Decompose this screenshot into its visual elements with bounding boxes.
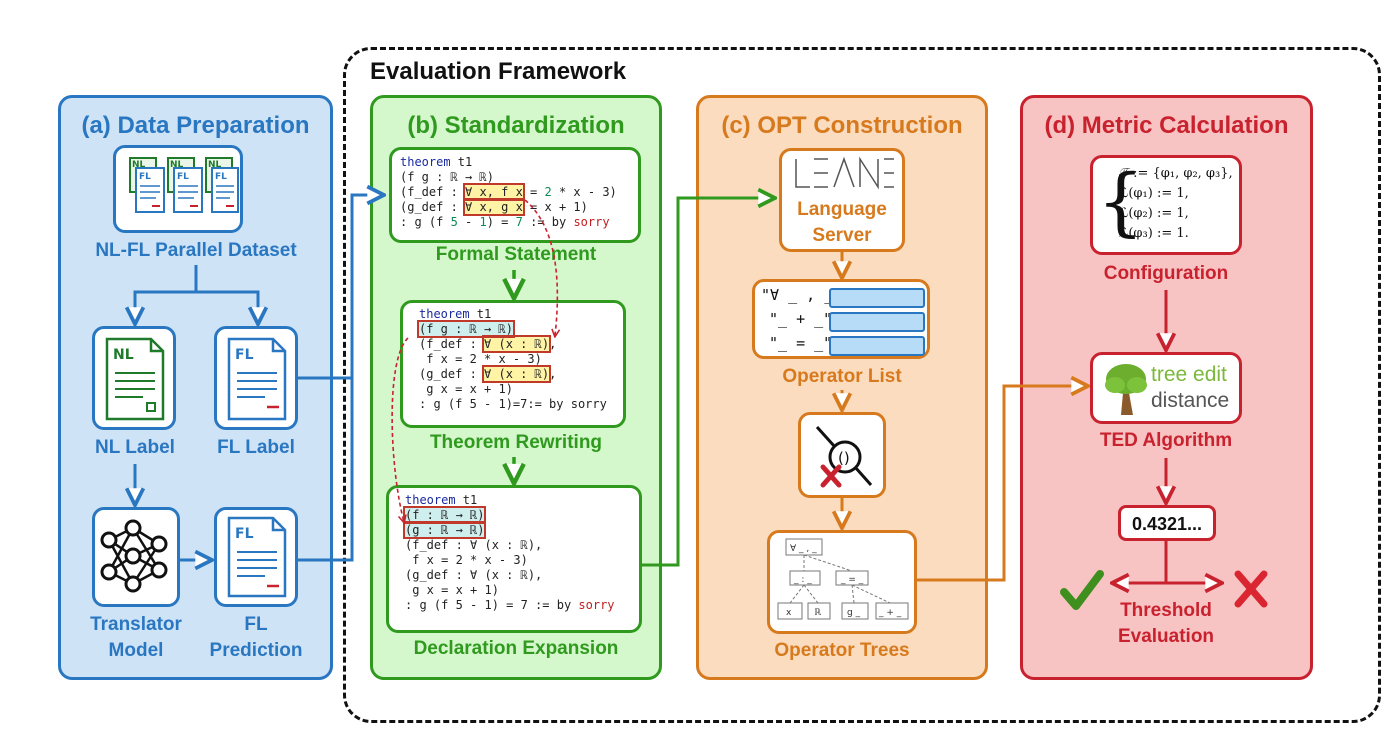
tree-node-plus: _ + _	[878, 608, 902, 618]
theorem-rewriting-code: theorem t1 (f g : ℝ → ℝ) (f_def : ∀ (x :…	[400, 300, 626, 428]
theorem-rewriting-label: Theorem Rewriting	[429, 432, 603, 453]
config-line-3: ℒ(φ₂) := 1,	[1119, 206, 1189, 221]
dataset-label: NL-FL Parallel Dataset	[95, 240, 297, 261]
dataset-box: NL NL NL FL FL FL	[113, 145, 243, 233]
svg-text:(): ()	[838, 449, 850, 467]
tree-node-forall: ∀ _ , _	[790, 544, 817, 554]
fl-prediction-box: FL	[214, 507, 298, 607]
operator-equals: "_ = _"	[769, 334, 833, 352]
operator-forall: "∀ _ , _"	[761, 286, 843, 304]
svg-text:NL: NL	[113, 347, 134, 363]
lean-logo-icon	[795, 156, 894, 190]
translator-caption-line1: Translator	[90, 614, 182, 635]
operator-bar-2	[829, 312, 925, 332]
parser-box: ()	[798, 412, 886, 498]
score-box: 0.4321...	[1118, 505, 1216, 541]
tree-node-g: g _	[847, 608, 861, 618]
operator-trees-label: Operator Trees	[774, 640, 910, 661]
prediction-caption-line1: FL	[244, 614, 268, 635]
config-line-4: ℒ(φ₃) := 1.	[1119, 226, 1189, 241]
nl-label-box: NL	[92, 326, 176, 430]
declaration-expansion-label: Declaration Expansion	[413, 638, 619, 659]
translator-model-box	[92, 507, 180, 607]
tree-node-eq: _ = _	[840, 575, 864, 585]
config-line-2: ℒ(φ₁) := 1,	[1119, 186, 1189, 201]
fl-label-caption: FL Label	[217, 437, 295, 458]
operator-list-box: "∀ _ , _" "_ + _" "_ = _"	[752, 279, 930, 359]
svg-text:NL: NL	[132, 160, 146, 170]
svg-text:FL: FL	[235, 526, 254, 542]
formal-statement-code: theorem t1 (f g : ℝ → ℝ) (f_def : ∀ x, f…	[389, 147, 641, 243]
tree-node-x: x	[786, 608, 792, 618]
configuration-box: { 𝒯 := {φ₁, φ₂, φ₃}, ℒ(φ₁) := 1, ℒ(φ₂) :…	[1090, 155, 1242, 255]
threshold-label-line1: Threshold	[1120, 600, 1212, 621]
operator-list-label: Operator List	[782, 366, 902, 387]
config-line-1: 𝒯 := {φ₁, φ₂, φ₃},	[1119, 166, 1233, 181]
svg-text:FL: FL	[177, 172, 189, 182]
panel-c-title: (c) OPT Construction	[721, 112, 963, 139]
panel-d-title: (d) Metric Calculation	[1044, 112, 1289, 139]
ted-box: tree edit distance	[1090, 352, 1242, 424]
fl-label-box: FL	[214, 326, 298, 430]
translator-caption-line2: Model	[108, 640, 164, 661]
score-value: 0.4321...	[1131, 514, 1203, 534]
tree-node-real: ℝ	[814, 608, 822, 618]
ted-text-line1: tree edit	[1151, 363, 1227, 386]
nl-document-icon: NL	[105, 337, 165, 421]
prediction-caption-line2: Prediction	[209, 640, 303, 661]
operator-plus: "_ + _"	[769, 310, 833, 328]
fl-prediction-document-icon: FL	[227, 516, 287, 598]
tree-node-colon: _ : _	[793, 575, 812, 585]
panel-a-title: (a) Data Preparation	[81, 112, 310, 139]
svg-text:FL: FL	[139, 172, 151, 182]
threshold-label-line2: Evaluation	[1117, 626, 1215, 647]
server-label-line1: Language	[797, 199, 887, 220]
panel-b-title: (b) Standardization	[407, 112, 625, 139]
ted-text-line2: distance	[1151, 389, 1230, 412]
tree-icon	[1105, 364, 1147, 415]
fl-document-icon: FL	[227, 337, 287, 421]
operator-bar-3	[829, 336, 925, 356]
declaration-expansion-code: theorem t1 (f : ℝ → ℝ) (g : ℝ → ℝ) (f_de…	[386, 485, 642, 633]
svg-text:FL: FL	[215, 172, 227, 182]
svg-text:NL: NL	[208, 160, 222, 170]
configuration-label: Configuration	[1103, 263, 1229, 284]
formal-statement-label: Formal Statement	[435, 244, 597, 265]
ted-algorithm-label: TED Algorithm	[1099, 430, 1233, 451]
operator-trees-box: ∀ _ , _ _ : _ _ = _ x ℝ g _ _ + _	[767, 530, 917, 634]
config-brace: {	[1097, 159, 1145, 245]
svg-text:NL: NL	[170, 160, 184, 170]
nl-label-caption: NL Label	[95, 437, 175, 458]
dataset-docs-icon: NL NL NL FL FL FL	[129, 157, 239, 213]
svg-text:FL: FL	[235, 347, 254, 363]
operator-bar-1	[829, 288, 925, 308]
operator-tree-diagram: ∀ _ , _ _ : _ _ = _ x ℝ g _ _ + _	[777, 538, 909, 620]
language-server-box: Language Server	[779, 148, 905, 252]
framework-title: Evaluation Framework	[370, 58, 627, 85]
parser-lens-icon: ()	[815, 425, 873, 488]
neural-network-icon	[100, 519, 168, 593]
server-label-line2: Server	[812, 225, 872, 246]
